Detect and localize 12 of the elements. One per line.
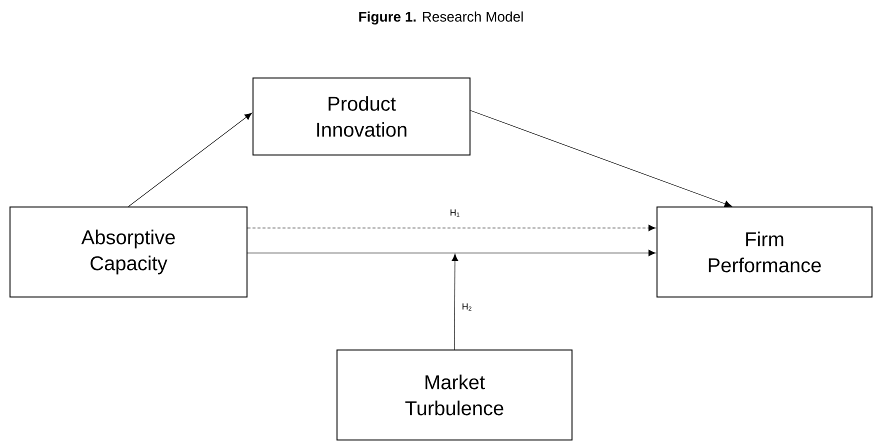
variable-box: Product Innovation <box>252 78 470 156</box>
arrow <box>247 224 656 232</box>
arrow <box>470 110 732 207</box>
edge-label: H$_{1}$ <box>450 209 460 217</box>
edge-label: H$_{2}$ <box>462 303 472 311</box>
arrow <box>247 250 656 256</box>
figure-title: Figure 1. Research Model <box>359 11 523 25</box>
variable-box: Absorptive Capacity <box>10 206 248 298</box>
arrow <box>452 254 458 350</box>
arrow <box>128 112 252 207</box>
variable-box: Firm Performance <box>656 206 872 298</box>
variable-box: Market Turbulence <box>336 350 572 440</box>
